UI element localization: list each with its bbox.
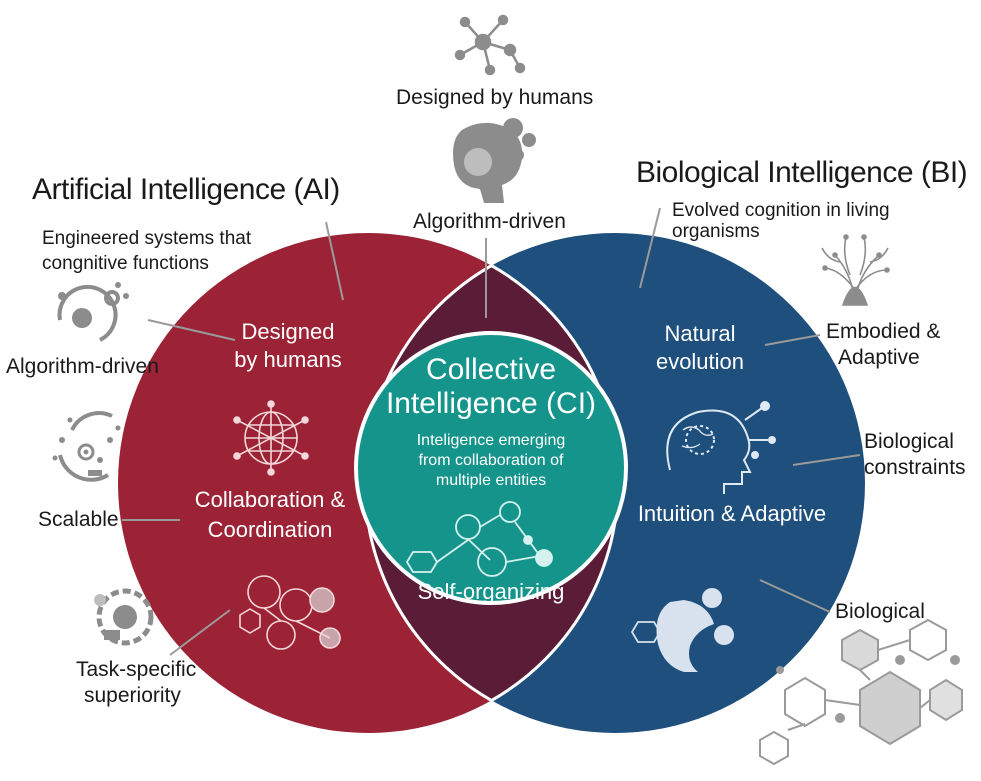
head-network-icon: [666, 401, 776, 494]
ai-inner-collab-line2: Coordination: [207, 517, 333, 542]
ci-title-line1: Collective: [425, 353, 557, 386]
ci-circle: [354, 331, 628, 605]
leader-lines: [122, 207, 861, 656]
bi-inner-natural-line1: Natural: [664, 321, 736, 346]
ai-side-task-line2: superiority: [84, 684, 181, 707]
ci-title-line2: Intelligence (CI): [385, 387, 597, 420]
ai-side-algorithm-driven: Algorithm-driven: [6, 355, 159, 378]
ci-desc-line3: multiple entities: [435, 472, 547, 489]
ai-inner-designed-line2: by humans: [234, 347, 342, 372]
ai-inner-designed-line1: Designed: [241, 319, 335, 344]
ai-subtitle-line2: congnitive functions: [42, 253, 209, 274]
hexagon-chain-icon: [759, 618, 963, 766]
hexagon-network-icon: [239, 575, 341, 650]
ci-desc-line2: from collaboration of: [418, 452, 564, 469]
top-algorithm-driven: Algorithm-driven: [413, 210, 566, 233]
top-designed-by-humans: Designed by humans: [396, 86, 594, 109]
ai-subtitle-line1: Engineered systems that: [42, 228, 252, 249]
gear-cluster-icon: [57, 282, 129, 342]
ai-side-task-line1: Task-specific: [76, 658, 197, 681]
ai-inner-collab-line1: Collaboration &: [194, 487, 346, 512]
tree-brain-icon: [821, 234, 890, 306]
bi-side-constraints-line2: constraints: [864, 456, 966, 479]
bi-inner-natural-line2: evolution: [655, 349, 745, 374]
globe-network-icon: [233, 400, 309, 476]
bi-side-biological: Biological: [835, 600, 925, 623]
ai-side-scalable: Scalable: [38, 508, 119, 531]
ci-self-organizing: Self-organizing: [417, 579, 565, 604]
bi-inner-intuition: Intuition & Adaptive: [637, 501, 827, 526]
human-figure-icon: [630, 588, 734, 672]
circuit-dots-icon: [52, 411, 121, 482]
bi-subtitle: Evolved cognition in living organisms: [672, 200, 890, 243]
molecule-network-icon: [454, 14, 526, 76]
bi-side-embodied-line2: Adaptive: [838, 346, 920, 369]
ai-title: Artificial Intelligence (AI): [32, 173, 340, 206]
collaboration-network-icon: [405, 501, 553, 577]
bi-title: Biological Intelligence (BI): [636, 156, 968, 189]
bi-side-constraints-line1: Biological: [864, 430, 954, 453]
bi-side-embodied-line1: Embodied &: [826, 320, 941, 343]
ci-desc-line1: Inteligence emerging: [416, 432, 566, 449]
gear-robot-icon: [94, 588, 154, 646]
brain-head-icon: [453, 118, 536, 203]
